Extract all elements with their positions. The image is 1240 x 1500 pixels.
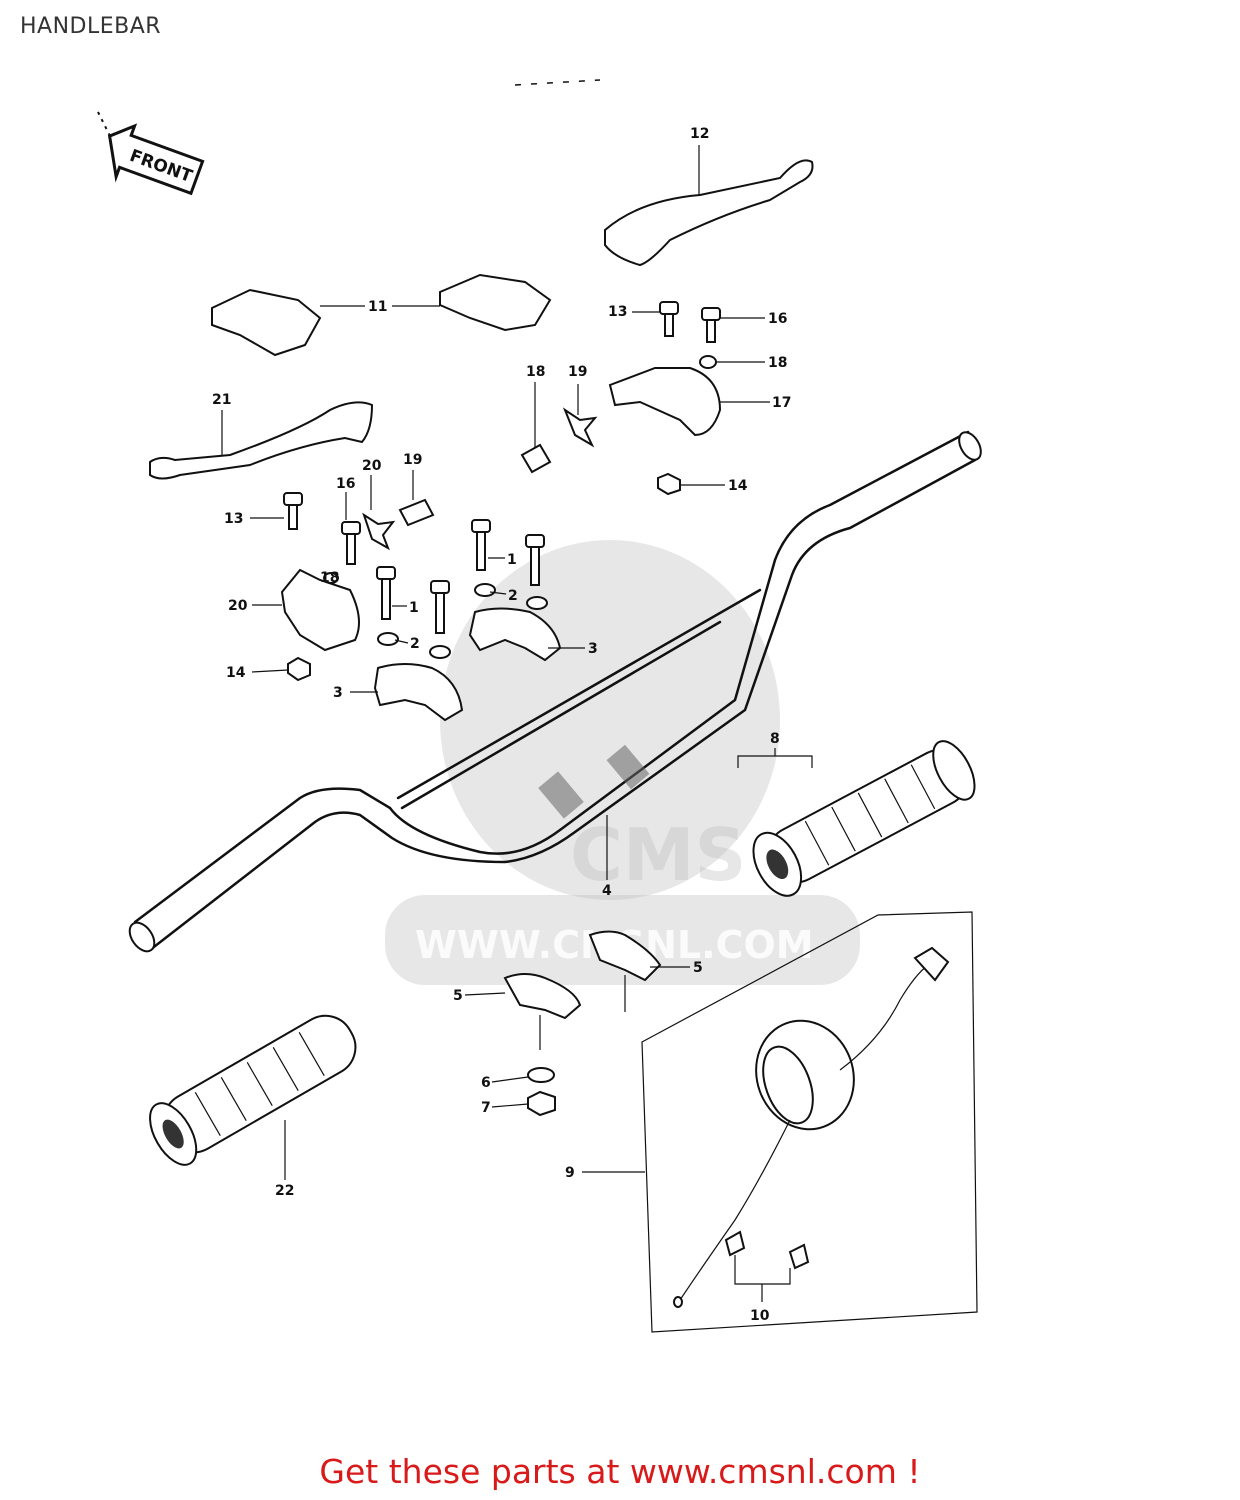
left-lever — [149, 401, 374, 480]
switch-assembly — [641, 911, 978, 1333]
washer — [527, 1067, 555, 1083]
clamp-upper — [468, 607, 562, 662]
nut — [527, 1090, 556, 1117]
callout-4: 4 — [602, 883, 612, 899]
callout-1-a: 1 — [507, 552, 517, 568]
callout-12: 12 — [690, 126, 709, 142]
clamp-lower — [373, 663, 464, 722]
front-arrow: FRONT — [107, 123, 205, 196]
leader-lines — [221, 145, 813, 1302]
callout-2-b: 2 — [410, 636, 420, 652]
exploded-parts-diagram: CMS WWW.CMSNL.COM FRONT — [97, 79, 982, 1333]
footer-link[interactable]: Get these parts at www.cmsnl.com ! — [319, 1452, 921, 1491]
switch-housing-right — [439, 273, 552, 332]
switch-housing-left — [211, 288, 322, 357]
holder-lower — [503, 973, 582, 1050]
callout-18-left: 19 — [403, 452, 422, 468]
callout-18-right: 18 — [526, 364, 545, 380]
page-title: HANDLEBAR — [20, 14, 162, 39]
callout-13-right: 13 — [608, 304, 627, 320]
watermark-brand: CMS — [570, 813, 746, 897]
callout-6: 6 — [481, 1075, 491, 1091]
callout-22: 22 — [275, 1183, 294, 1199]
callout-5-lower: 5 — [453, 988, 463, 1004]
callout-14-right: 14 — [728, 478, 748, 494]
callout-labels: 12 11 13 16 18 18 19 17 21 19 20 14 16 1… — [212, 126, 791, 1324]
callout-17: 17 — [772, 395, 791, 411]
right-lever — [604, 159, 814, 267]
callout-16-left: 18 — [320, 570, 339, 586]
left-grip — [149, 1014, 357, 1166]
callout-15-left: 16 — [336, 476, 355, 492]
callout-2-a: 2 — [508, 588, 518, 604]
callout-7: 7 — [481, 1100, 491, 1116]
callout-11: 11 — [368, 299, 387, 315]
callout-20: 20 — [228, 598, 248, 614]
callout-21: 21 — [212, 392, 231, 408]
lever-holder-right — [608, 367, 722, 437]
callout-19-right: 19 — [568, 364, 587, 380]
callout-3-lower: 3 — [333, 685, 343, 701]
holder-upper — [588, 930, 662, 1012]
right-grip — [752, 740, 976, 897]
callout-8: 8 — [770, 731, 780, 747]
handlebar — [128, 430, 982, 953]
callout-19-left: 20 — [362, 458, 382, 474]
callout-1-b: 1 — [409, 600, 419, 616]
callout-16-right: 18 — [768, 355, 787, 371]
callout-14-left: 14 — [226, 665, 246, 681]
callout-3-upper: 3 — [588, 641, 598, 657]
callout-15-right: 16 — [768, 311, 787, 327]
callout-9: 9 — [565, 1165, 575, 1181]
lever-holder-left — [280, 568, 360, 652]
callout-13-left: 13 — [224, 511, 243, 527]
callout-5-upper: 5 — [693, 960, 703, 976]
bolts — [283, 301, 721, 634]
callout-10: 10 — [750, 1308, 770, 1324]
